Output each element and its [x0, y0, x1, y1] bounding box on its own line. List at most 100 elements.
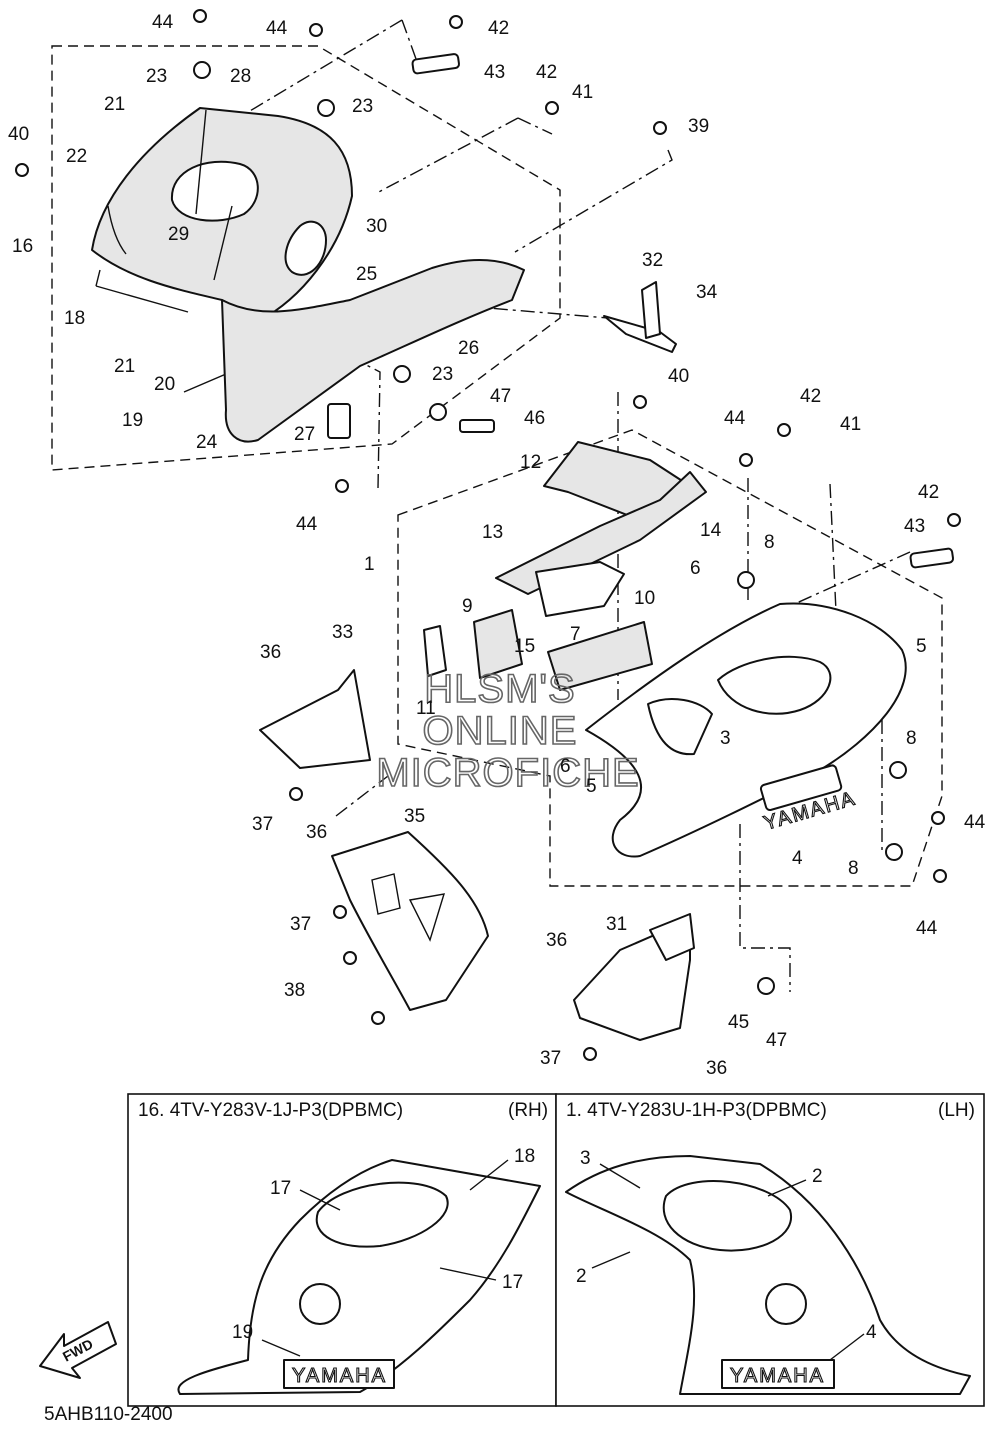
callout-label: 21 [114, 356, 135, 377]
callout-label: 37 [252, 814, 273, 835]
callout-label: 39 [688, 116, 709, 137]
legend-lh-decal-text: YAMAHA [730, 1365, 825, 1387]
callout-label: 10 [634, 588, 655, 609]
callout-label: 44 [296, 514, 318, 535]
upper-cowling-rh [91, 107, 525, 443]
legend-lh: 1. 4TV-Y283U-1H-P3(DPBMC) (LH) YAMAHA 3 … [555, 1093, 985, 1407]
callout-label: 36 [260, 642, 281, 663]
callout-label: 29 [168, 224, 189, 245]
callout-label: 44 [916, 918, 938, 939]
callout-label: 5 [586, 776, 597, 797]
callout-label: 32 [642, 250, 663, 271]
callout-label: 15 [514, 636, 535, 657]
callout-label: 31 [606, 914, 627, 935]
legend-rh-decal-text: YAMAHA [292, 1365, 387, 1387]
callout-label: 14 [700, 520, 722, 541]
callout-label: 12 [520, 452, 541, 473]
watermark: HLSM'S ONLINE MICROFICHE [376, 666, 640, 796]
legend-lh-callout: 3 [580, 1148, 591, 1169]
callout-label: 46 [524, 408, 545, 429]
callout-label: 41 [572, 82, 593, 103]
callout-label: 6 [560, 756, 571, 777]
callout-label: 26 [458, 338, 479, 359]
inner-panels [423, 441, 707, 691]
callout-label: 27 [294, 424, 315, 445]
callout-label: 36 [306, 822, 327, 843]
callout-label: 47 [766, 1030, 787, 1051]
legend-rh-title: 16. 4TV-Y283V-1J-P3(DPBMC) [138, 1100, 403, 1121]
legend-rh-side: (RH) [508, 1100, 548, 1121]
callout-label: 37 [540, 1048, 561, 1069]
callout-label: 3 [720, 728, 731, 749]
callout-label: 35 [404, 806, 425, 827]
callout-label: 40 [668, 366, 689, 387]
callout-label: 47 [490, 386, 511, 407]
callout-label: 23 [352, 96, 373, 117]
group-16-outline [51, 45, 561, 471]
legend-lh-callout: 2 [812, 1166, 823, 1187]
callout-label: 44 [724, 408, 746, 429]
legend-lh-callout: 2 [576, 1266, 587, 1287]
svg-text:MICROFICHE: MICROFICHE [376, 751, 639, 795]
callout-label: 44 [964, 812, 986, 833]
callout-label: 5 [916, 636, 927, 657]
callout-label: 33 [332, 622, 353, 643]
callout-label: 20 [154, 374, 175, 395]
callout-label: 22 [66, 146, 87, 167]
callout-label: 23 [146, 66, 167, 87]
callout-label: 7 [570, 624, 581, 645]
legend-rh-callout: 17 [502, 1272, 523, 1293]
legend-rh: 16. 4TV-Y283V-1J-P3(DPBMC) (RH) YAMAHA 1… [127, 1093, 557, 1407]
callout-label: 42 [800, 386, 821, 407]
callout-label: 23 [432, 364, 453, 385]
callout-label: 36 [706, 1058, 727, 1079]
drawing-number: 5AHB110-2400 [44, 1404, 173, 1425]
fasteners [15, 9, 961, 1061]
svg-text:ONLINE: ONLINE [423, 709, 578, 753]
callout-label: 36 [546, 930, 567, 951]
callout-label: 25 [356, 264, 377, 285]
callout-label: 11 [416, 698, 436, 719]
callout-label: 44 [266, 18, 288, 39]
callout-label: 6 [690, 558, 701, 579]
side-panels [259, 669, 695, 1041]
callout-label: 43 [904, 516, 925, 537]
under-cowling-lh: YAMAHA [585, 602, 907, 858]
svg-text:HLSM'S: HLSM'S [424, 667, 575, 711]
legend-rh-callout: 17 [270, 1178, 291, 1199]
callout-label: 8 [764, 532, 775, 553]
callout-label: 42 [488, 18, 509, 39]
callout-label: 41 [840, 414, 861, 435]
callout-label: 8 [848, 858, 859, 879]
callout-label: 30 [366, 216, 387, 237]
callout-label: 18 [64, 308, 85, 329]
callout-label: 9 [462, 596, 473, 617]
callout-label: 21 [104, 94, 125, 115]
callout-label: 40 [8, 124, 29, 145]
legend-lh-title: 1. 4TV-Y283U-1H-P3(DPBMC) [566, 1100, 827, 1121]
callout-label: 44 [152, 12, 174, 33]
callout-label: 13 [482, 522, 503, 543]
callout-label: 19 [122, 410, 143, 431]
callout-label: 8 [906, 728, 917, 749]
callout-label: 45 [728, 1012, 749, 1033]
callout-label: 42 [918, 482, 939, 503]
callout-label: 16 [12, 236, 33, 257]
legend-lh-side: (LH) [938, 1100, 975, 1121]
legend-rh-callout: 18 [514, 1146, 535, 1167]
callout-label: 38 [284, 980, 305, 1001]
callout-labels: 44 44 42 43 23 28 21 23 42 41 40 22 39 3… [8, 12, 986, 1079]
fwd-arrow-icon: FWD [39, 1321, 117, 1379]
callout-label: 1 [364, 554, 375, 575]
legend-rh-callout: 19 [232, 1322, 253, 1343]
bracket-32 [603, 281, 677, 353]
callout-label: 28 [230, 66, 251, 87]
callout-label: 42 [536, 62, 557, 83]
callout-label: 34 [696, 282, 718, 303]
callout-label: 24 [196, 432, 218, 453]
legend-lh-callout: 4 [866, 1322, 877, 1343]
callout-label: 4 [792, 848, 803, 869]
callout-label: 43 [484, 62, 505, 83]
callout-label: 37 [290, 914, 311, 935]
